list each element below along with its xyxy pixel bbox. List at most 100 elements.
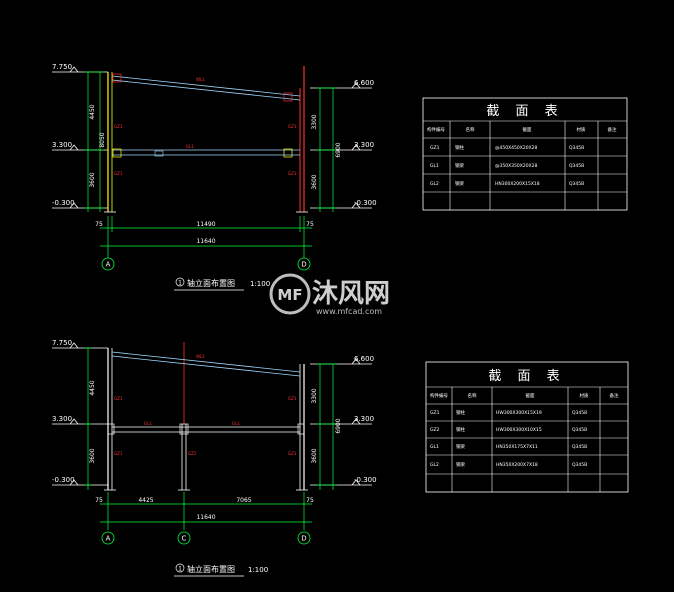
member-label-col-right-bot: GZ1	[288, 451, 297, 456]
drawing-1-frame-elevation: 4450 3600 8050 3300 3600 6900 75 75 1149…	[52, 63, 377, 291]
elev-left-mid: 3.300	[52, 141, 72, 149]
table-1-header-cell: 备注	[608, 126, 617, 133]
table-1-header-cell: 截面	[523, 126, 532, 133]
right-dim-lower: 3600	[311, 174, 318, 189]
right-dim-upper: 3300	[311, 114, 318, 129]
elev-left-mid: 3.300	[52, 415, 72, 423]
table-cell: 钢柱	[456, 409, 465, 416]
bottom-span-left: 4425	[138, 497, 153, 504]
drawing-2-structure	[104, 342, 308, 491]
axis-d: D	[301, 261, 306, 269]
table-cell: Q345B	[572, 444, 587, 450]
bottom-edge-left: 75	[95, 221, 103, 228]
table-row: GZ2 钢柱 HW300X300X10X15 Q345B	[430, 426, 587, 433]
member-label-col-right-bot: GZ1	[288, 171, 297, 176]
mf-logo-icon: MF	[269, 273, 311, 315]
table-cell: HN350X175X7X11	[496, 444, 538, 450]
member-label-roof: WL2	[196, 354, 205, 359]
axis-a: A	[106, 535, 111, 543]
table-2-header-cell: 材质	[580, 392, 589, 399]
left-dim-upper: 4450	[89, 104, 96, 119]
table-cell: 钢梁	[456, 461, 465, 468]
table-2-header-cell: 名称	[468, 392, 477, 399]
table-row: GL1 钢梁 HN350X175X7X11 Q345B	[430, 443, 587, 450]
logo-text: MF	[277, 286, 302, 304]
table-cell: GZ1	[430, 410, 440, 416]
table-cell: 钢梁	[455, 180, 464, 187]
table-2-header-cell: 截面	[526, 392, 535, 399]
caption-title: 轴立面布置图	[187, 564, 235, 574]
table-cell: HW300X300X10X15	[496, 427, 542, 433]
caption-title: 轴立面布置图	[187, 278, 235, 288]
left-dim-upper: 4450	[89, 380, 96, 395]
drawing-1-structure	[104, 66, 308, 213]
table-cell: GL1	[430, 444, 439, 450]
table-1-title: 截 面 表	[486, 104, 563, 119]
member-label-mid-right: GL1	[232, 421, 240, 426]
axis-a: A	[106, 261, 111, 269]
table-cell: GZ1	[430, 145, 440, 151]
elev-right-top: 6.600	[354, 355, 374, 363]
table-1-header-cell: 构件编号	[427, 126, 445, 133]
member-label-col-right-top: GZ1	[288, 396, 297, 401]
right-dim-total: 6900	[335, 142, 342, 157]
bottom-span: 11490	[196, 221, 215, 228]
elev-right-bot: -0.300	[354, 476, 377, 484]
member-label-col-left-bot: GZ1	[114, 451, 123, 456]
table-cell: Q345B	[569, 145, 584, 151]
table-2-title: 截 面 表	[488, 369, 565, 384]
table-cell: GZ2	[430, 427, 440, 433]
elev-right-mid: 3.300	[354, 141, 374, 149]
table-cell: Q345B	[572, 462, 587, 468]
table-cell: Q345B	[572, 410, 587, 416]
table-row: GL1 钢梁 @350X350X20X28 Q345B	[430, 162, 584, 169]
table-cell: @350X350X20X28	[495, 163, 538, 169]
member-label-col-right-top: GZ1	[288, 124, 297, 129]
left-dim-total: 8050	[99, 132, 106, 147]
member-label-col-left-top: GZ1	[114, 124, 123, 129]
elev-right-top: 6.600	[354, 79, 374, 87]
bottom-total: 11640	[196, 514, 215, 521]
table-cell: HN300X200X15X18	[495, 181, 540, 187]
section-table-1: 截 面 表 构件编号 名称 截面 材质 备注 GZ1 钢柱 @450X450X2…	[422, 97, 628, 211]
drawing-2-frame-elevation: 4450 3600 3300 3600 6900 75 75 4425 7065…	[52, 339, 377, 577]
elev-left-bot: -0.300	[52, 476, 75, 484]
table-2-header: 构件编号 名称 截面 材质 备注	[430, 392, 619, 399]
table-row: GL2 钢梁 HN300X200X15X18 Q345B	[430, 180, 584, 187]
member-label-col-mid: GZ2	[188, 451, 197, 456]
table-cell: 钢梁	[455, 162, 464, 169]
member-label-mid: GL1	[186, 144, 194, 149]
bottom-edge-right: 75	[306, 497, 314, 504]
caption-scale: 1:100	[250, 280, 270, 288]
right-dim-lower: 3600	[311, 448, 318, 463]
table-cell: Q345B	[569, 181, 584, 187]
member-label-roof: WL1	[196, 77, 205, 82]
table-cell: 钢柱	[456, 426, 465, 433]
member-label-mid-left: GL1	[144, 421, 152, 426]
table-1-header: 构件编号 名称 截面 材质 备注	[427, 126, 617, 133]
table-cell: Q345B	[572, 427, 587, 433]
elev-right-bot: -0.300	[354, 199, 377, 207]
elev-left-top: 7.750	[52, 339, 72, 347]
table-row: GZ1 钢柱 @450X450X20X28 Q345B	[430, 144, 584, 151]
table-cell: GL2	[430, 181, 439, 187]
right-dim-total: 6900	[335, 418, 342, 433]
elev-right-mid: 3.300	[354, 415, 374, 423]
right-dim-upper: 3300	[311, 388, 318, 403]
axis-d: D	[301, 535, 306, 543]
table-cell: 钢柱	[455, 144, 464, 151]
caption-number: 1	[178, 566, 182, 573]
axis-c: C	[182, 535, 187, 543]
table-1-header-cell: 材质	[577, 126, 586, 133]
table-row: GL2 钢梁 HN350X200X7X18 Q345B	[430, 461, 587, 468]
left-dim-lower: 3600	[89, 448, 96, 463]
bottom-edge-left: 75	[95, 497, 103, 504]
caption-scale: 1:100	[248, 566, 268, 574]
table-2-header-cell: 备注	[610, 392, 619, 399]
table-cell: HW300X300X15X19	[496, 410, 542, 416]
bottom-span-right: 7065	[236, 497, 251, 504]
table-cell: GL2	[430, 462, 439, 468]
table-cell: @450X450X20X28	[495, 145, 538, 151]
table-2-header-cell: 构件编号	[430, 392, 448, 399]
